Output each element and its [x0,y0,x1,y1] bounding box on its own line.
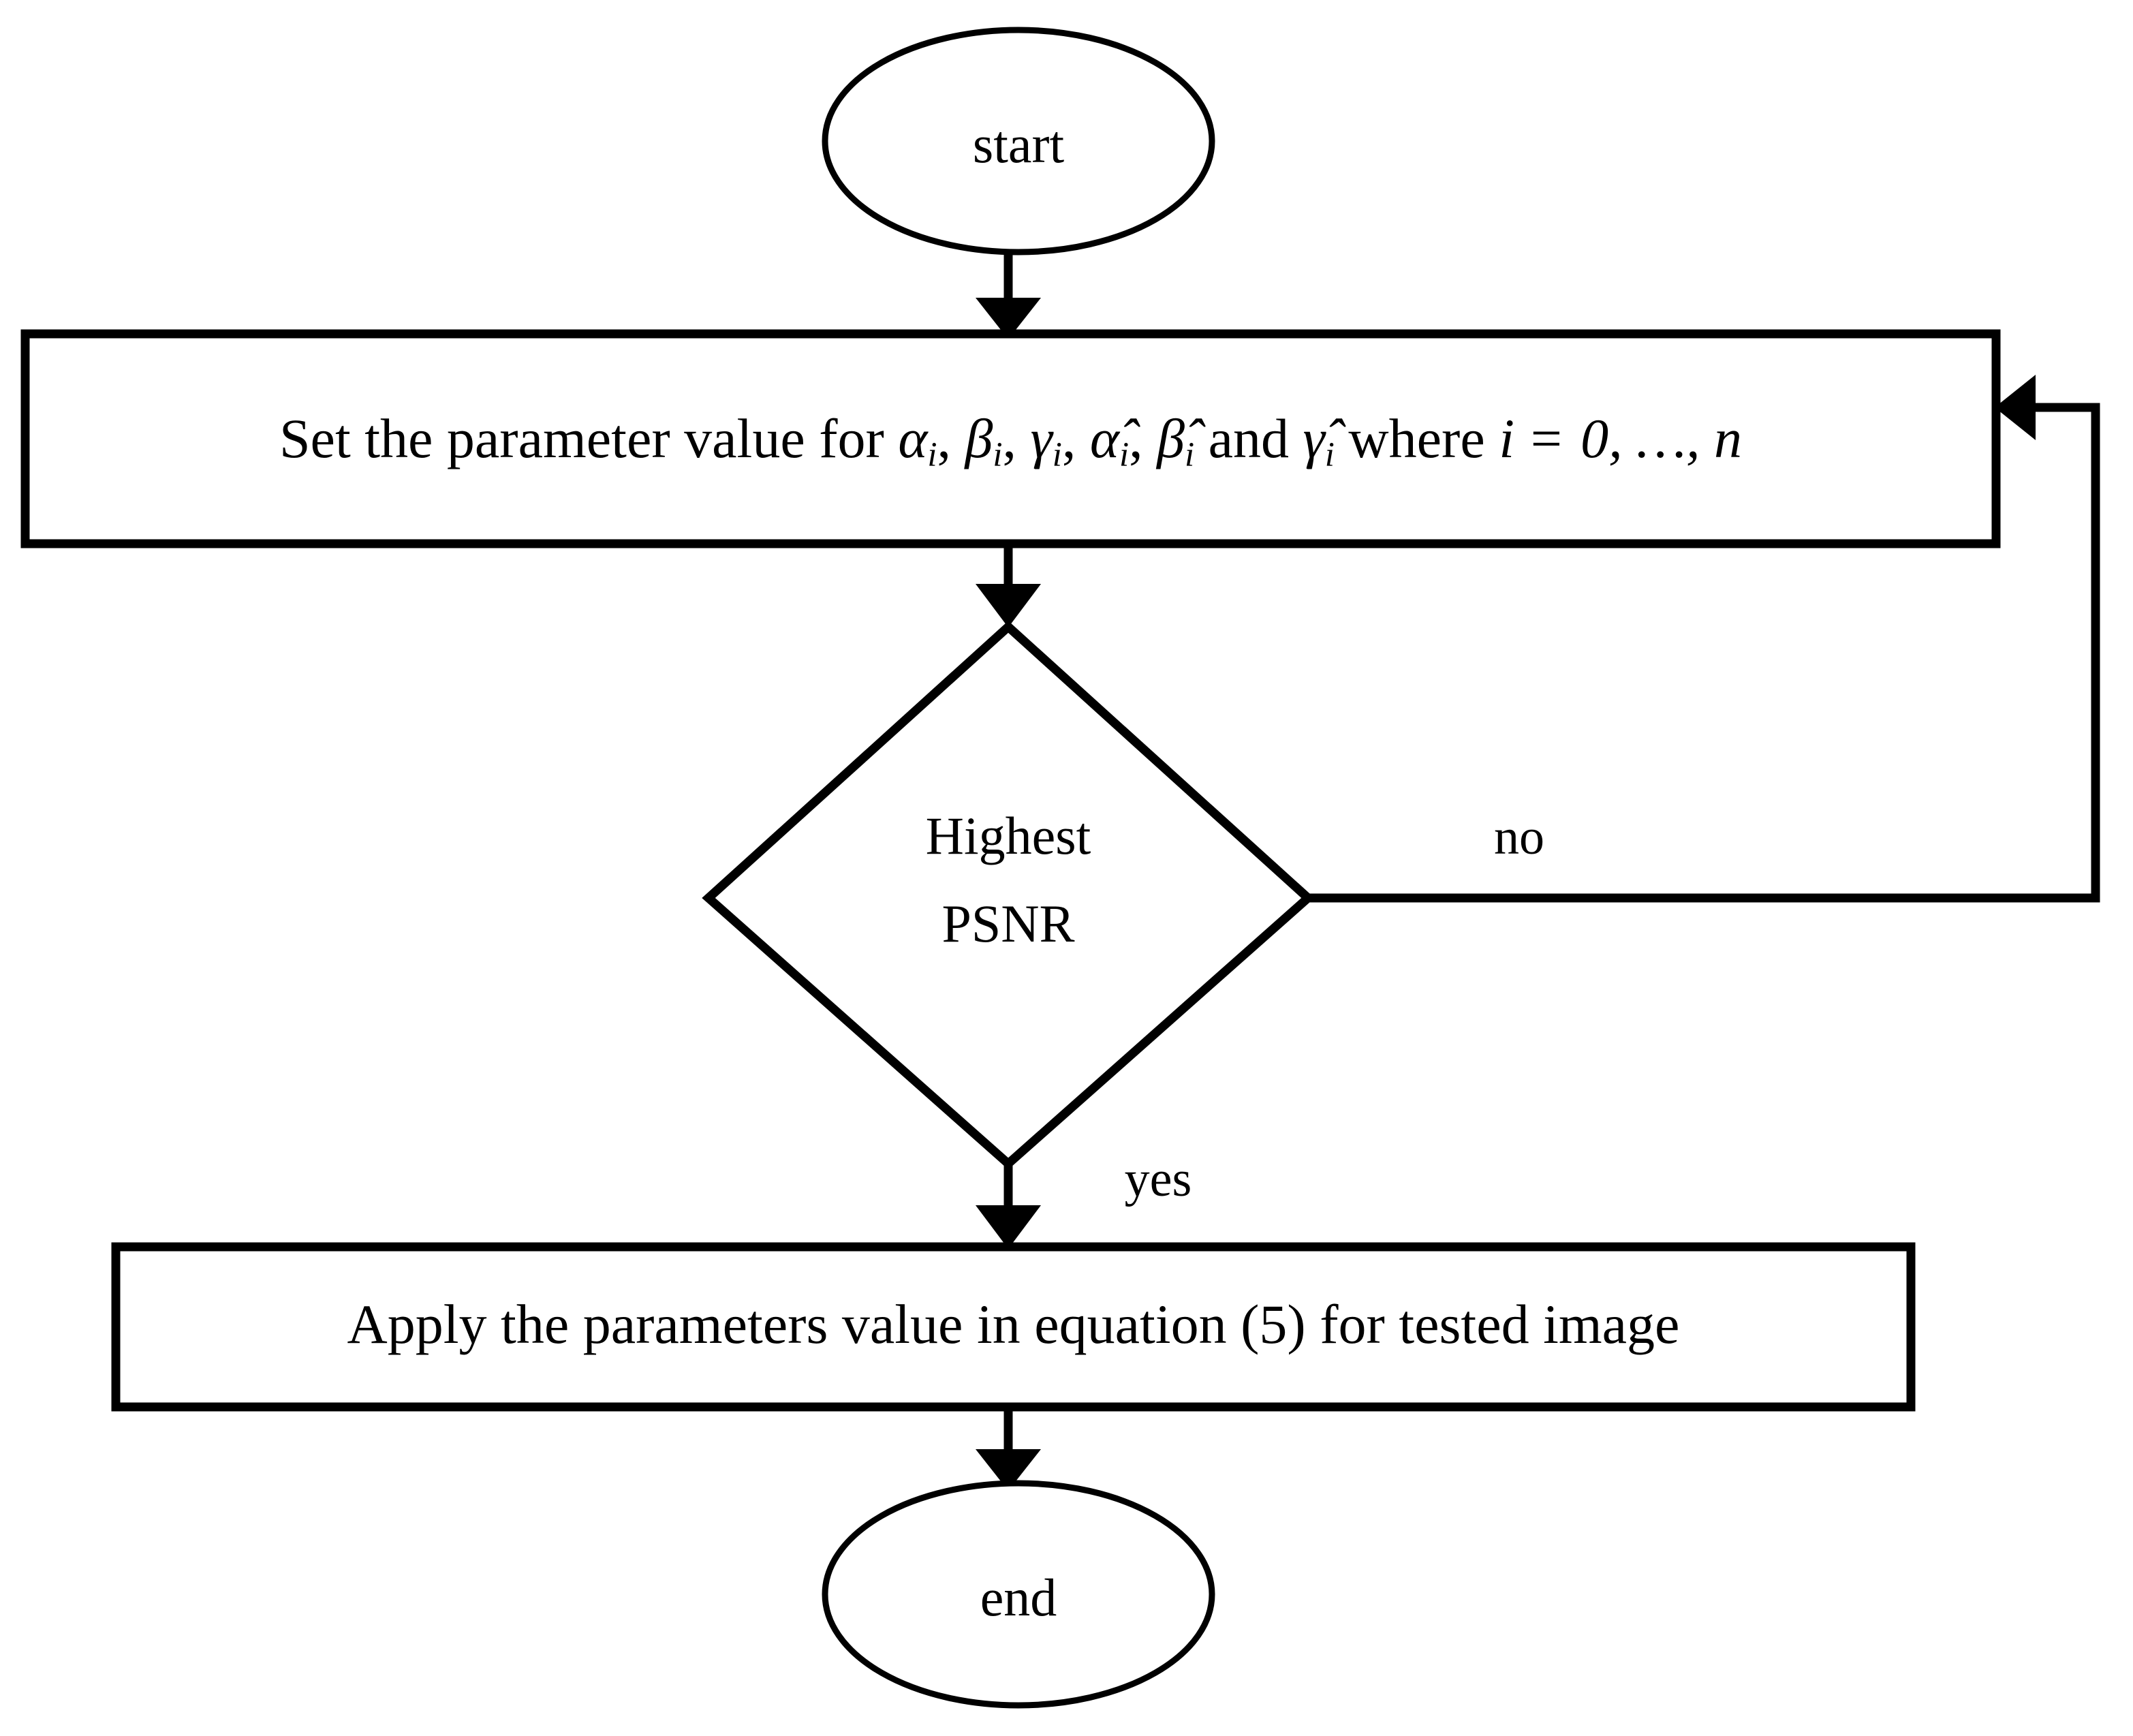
start-node-shape[interactable] [822,27,1215,255]
edge-start-to-set-parameters [976,252,1041,339]
edge-apply-to-end [976,1407,1041,1491]
edge-set-parameters-to-decision [976,544,1041,627]
set-parameters-node-shape[interactable] [20,329,2001,548]
end-node-shape[interactable] [822,1480,1215,1709]
apply-node-shape[interactable] [111,1242,1916,1412]
decision-node-shape[interactable] [702,621,1315,1170]
edge-decision-yes-to-apply [976,1164,1041,1249]
edge-decision-no-to-set-parameters [1308,375,2100,903]
